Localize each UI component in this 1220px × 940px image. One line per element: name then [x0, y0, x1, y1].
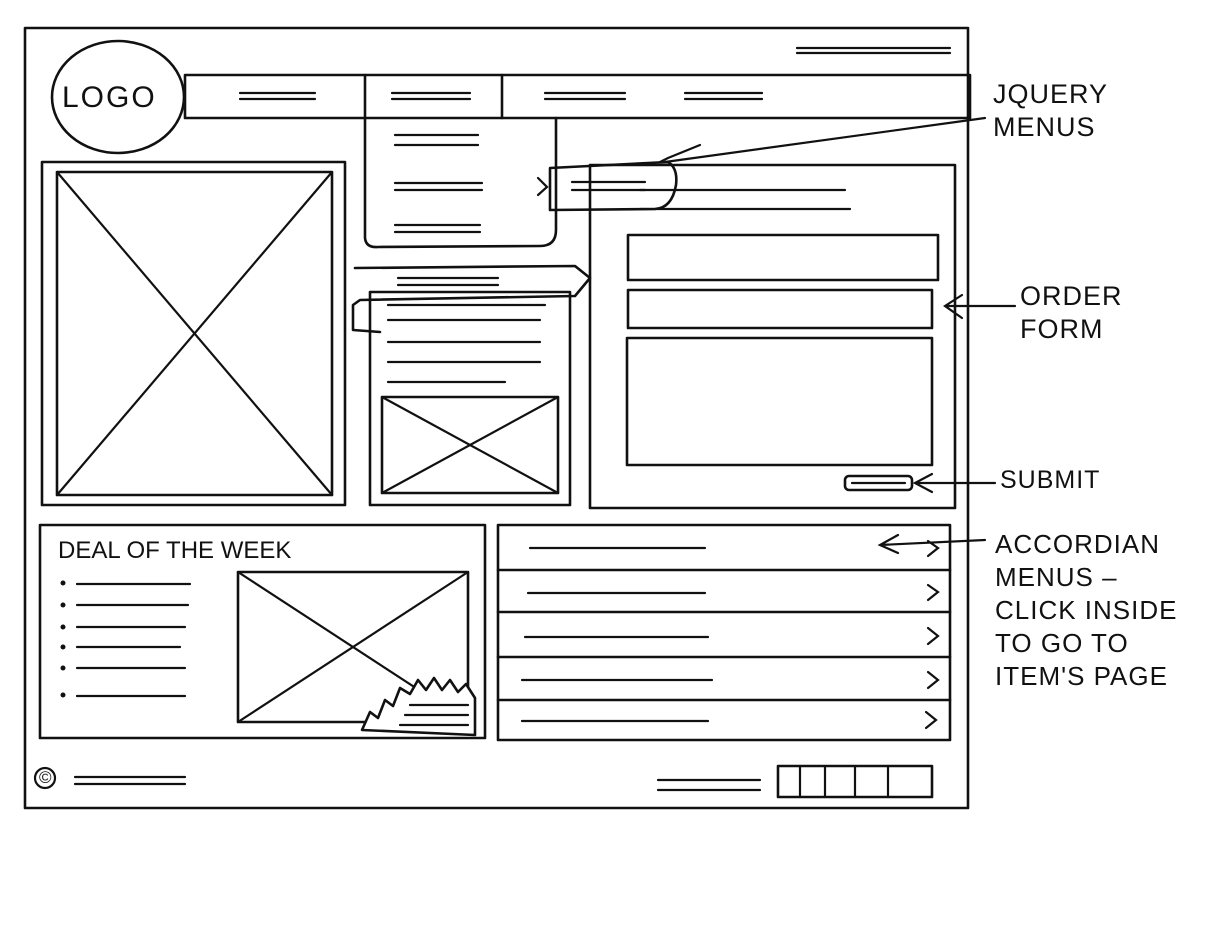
annotation-accordion-menus: ACCORDIAN MENUS – CLICK INSIDE TO GO TO …	[995, 529, 1178, 691]
deal-bullets	[60, 580, 192, 698]
deal-of-the-week	[38, 523, 487, 740]
submit-button[interactable]	[843, 474, 914, 492]
chevron-right-icon[interactable]	[926, 626, 940, 646]
hero-image-placeholder	[40, 160, 347, 507]
accordion-menu[interactable]	[496, 523, 952, 742]
chevron-right-icon[interactable]	[926, 670, 940, 690]
pagination[interactable]	[776, 764, 934, 799]
jquery-dropdown-menu[interactable]	[363, 116, 852, 249]
copyright-circle	[33, 766, 57, 790]
page-frame	[23, 26, 970, 810]
annotation-jquery-menus: JQUERY MENUS	[993, 79, 1109, 142]
form-field-2[interactable]	[626, 288, 934, 330]
chevron-right-icon[interactable]	[926, 583, 940, 602]
footer	[33, 764, 934, 799]
price-starburst	[360, 676, 477, 737]
chevron-right-icon[interactable]	[924, 710, 938, 730]
annotation-arrows	[658, 116, 1017, 555]
featured-panel[interactable]	[351, 264, 592, 507]
form-field-1[interactable]	[626, 233, 940, 282]
annotation-order-form: ORDER FORM	[1020, 281, 1123, 344]
deal-title: DEAL OF THE WEEK	[58, 537, 292, 564]
copyright-symbol: ©	[39, 768, 53, 787]
annotation-submit: SUBMIT	[1000, 466, 1101, 494]
nav-bar[interactable]	[183, 73, 972, 120]
order-form	[588, 163, 957, 510]
form-textarea[interactable]	[625, 336, 934, 467]
logo-text: LOGO	[62, 81, 157, 114]
